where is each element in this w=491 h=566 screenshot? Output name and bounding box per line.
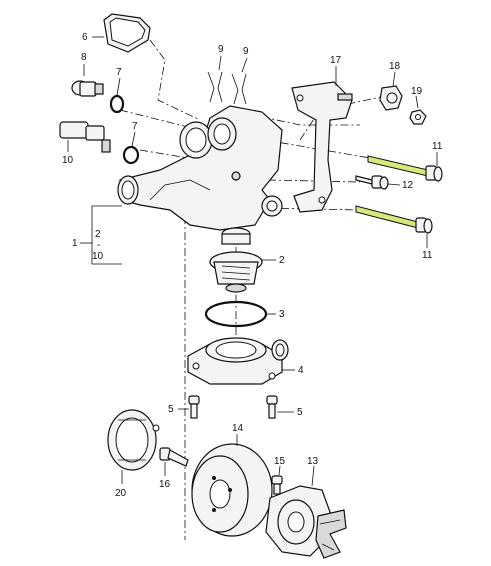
callout-16: 16 [159,479,171,490]
callout-10: 10 [62,155,74,166]
callout-20: 20 [115,488,127,499]
bolt-part-11-upper [367,155,443,182]
clamp-part-18 [379,85,403,111]
callout-10-range: 10 [92,251,104,262]
callout-8: 8 [81,52,87,63]
callout-14: 14 [232,423,244,434]
callout-11a: 11 [432,141,443,152]
callout-2: 2 [279,255,285,266]
bolt-part-11-lower [355,205,433,234]
callout-18: 18 [389,61,401,72]
callout-11b: 11 [422,250,433,261]
callout-12: 12 [402,180,414,191]
thermostat-housing-part-1 [117,105,283,231]
callout-5a: 5 [168,404,174,415]
callout-range-dash: - [97,240,100,251]
thermostat-part-2 [209,227,263,293]
callout-1: 1 [72,238,78,249]
bracket-part-17 [291,81,353,213]
callout-9a: 9 [218,44,224,55]
screw-part-15 [271,475,283,495]
screw-part-5-right [266,395,278,419]
screw-part-5-left [188,395,200,419]
callout-17: 17 [330,55,342,66]
o-ring-part-7-upper [109,94,125,114]
callout-3: 3 [279,309,285,320]
callout-7a: 7 [116,67,122,78]
pulley-part-14 [191,443,273,537]
nut-part-19 [409,109,427,125]
clip-part-9-left [207,71,223,103]
o-ring-part-7-lower [122,145,140,165]
callout-7b: 7 [132,121,138,132]
callout-15: 15 [274,456,286,467]
callout-4: 4 [298,365,304,376]
cover-plate-part-20 [107,409,160,471]
clip-part-9-right [231,73,247,105]
bolt-part-12 [355,175,389,190]
callout-2-range: 2 [95,229,101,240]
temperature-sender-part-10 [59,121,111,153]
sensor-part-8 [71,80,104,97]
callout-6: 6 [82,32,88,43]
water-pump-part-13 [265,485,347,559]
range-bracket [80,205,122,265]
thermostat-cover-part-4 [187,337,289,385]
gasket-part-6 [103,13,151,53]
callout-5b: 5 [297,407,303,418]
callout-9b: 9 [243,46,249,57]
callout-19: 19 [411,86,423,97]
callout-13: 13 [307,456,319,467]
bolt-part-16 [159,447,189,467]
